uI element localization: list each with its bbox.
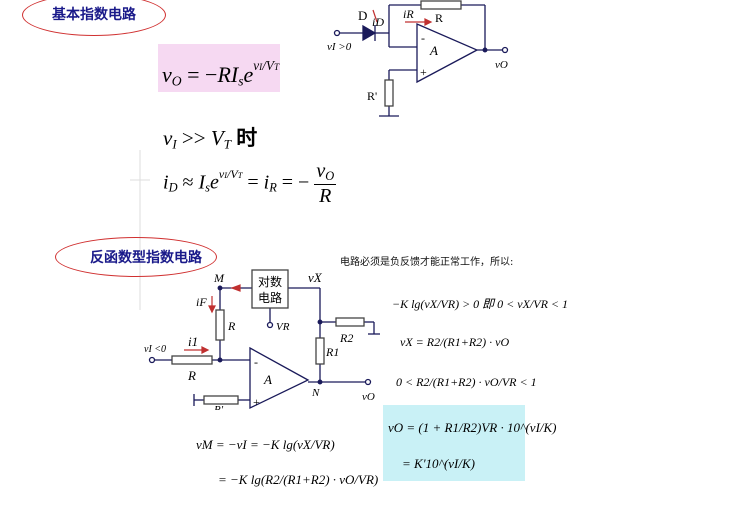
s1-label-ground-resistor: R' [367,89,377,103]
s2-label-plus: + [253,395,260,409]
s2-label-input-current: i1 [188,334,198,349]
s2-result-highlight [383,405,525,481]
s2-label-output: vO [362,391,375,403]
s1-label-diode-current: iD [372,15,384,29]
s2-eq-vm2: = −K lg(R2/(R1+R2) · vO/VR) [218,472,379,487]
section1-title: 基本指数电路 [52,7,136,23]
section2-title-oval [55,237,217,277]
section1-condition: vI >> VT 时 [163,126,258,152]
section1-circuit: D iD iR R vI >0 A - + R' vO [327,0,509,117]
s1-label-feedback-resistor: R [435,11,443,25]
s2-label-block-line2: 电路 [258,290,282,305]
s1-label-diode: D [358,8,367,23]
s2-eq-result1: vO = (1 + R1/R2)VR · 10^(vI/K) [388,420,557,435]
section1-main-equation: vO = −RIsevI/VT [162,58,280,89]
s2-eq-vm1: vM = −vI = −K lg(vX/VR) [196,437,335,452]
s2-label-node-x: vX [308,270,323,285]
section2-circuit: M vX 对数 电路 VR iF R vI <0 i1 R R2 R1 A - … [144,269,380,410]
s2-label-node-m: M [213,271,225,285]
s2-label-input-resistor: R [187,368,196,383]
s2-label-node-n: N [311,387,320,399]
section2-note: 电路必须是负反馈才能正常工作，所以: [340,257,514,268]
s2-label-ground-resistor: R' [213,404,224,410]
s2-eq-condition: −K lg(vX/VR) > 0 即 0 < vX/VR < 1 [392,297,569,311]
section1-approx-equation: iD ≈ IsevI/VT = iR = − vO R [163,160,337,208]
s1-label-output: vO [495,59,508,71]
s2-label-input: vI <0 [144,344,166,355]
s2-label-feedback-current: iF [196,295,207,309]
section1-condition-word: 时 [236,126,258,150]
s2-eq-vx: vX = R2/(R1+R2) · vO [400,335,510,349]
s2-label-r2: R2 [339,331,353,345]
s1-label-input: vI >0 [327,41,352,53]
s2-eq-range: 0 < R2/(R1+R2) · vO/VR < 1 [396,375,537,389]
s2-label-feedback-resistor: R [227,319,236,333]
s2-label-ref: VR [276,321,290,333]
section2-title: 反函数型指数电路 [90,250,202,266]
s1-label-feedback-current: iR [403,7,414,21]
s2-label-block-line1: 对数 [258,274,282,289]
s1-label-plus: + [420,65,427,79]
guide-lines [130,150,150,310]
s1-label-amp: A [429,43,438,58]
s2-label-minus: - [254,355,258,369]
s2-label-amp: A [263,372,272,387]
s1-label-minus: - [421,31,425,45]
s2-eq-result2: = K'10^(vI/K) [402,456,475,471]
section1-main-equation-highlight [158,44,280,92]
s2-label-r1: R1 [325,345,339,359]
